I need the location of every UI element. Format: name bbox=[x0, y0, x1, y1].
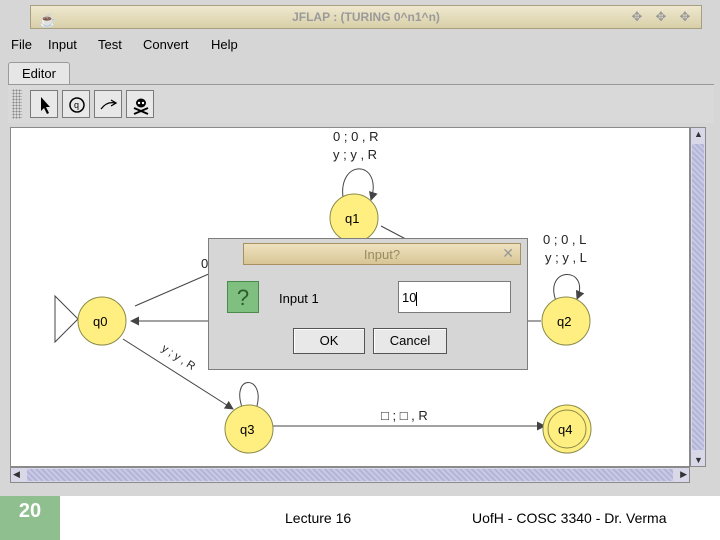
horizontal-scrollbar[interactable]: ◀ ▶ bbox=[10, 467, 690, 483]
transition-q0-q3[interactable] bbox=[122, 338, 234, 410]
vertical-scrollbar[interactable]: ▲ ▼ bbox=[690, 127, 706, 467]
q0-q3-label: y ; y , R bbox=[159, 342, 197, 372]
menu-convert[interactable]: Convert bbox=[143, 37, 189, 52]
state-q4-final-ring bbox=[547, 409, 587, 449]
state-circle-icon: q bbox=[69, 97, 85, 113]
text-caret bbox=[416, 291, 418, 306]
scroll-right-arrow-icon[interactable]: ▶ bbox=[680, 469, 687, 479]
transition-arrow-icon bbox=[100, 99, 118, 110]
maximize-icon[interactable]: ✥ bbox=[655, 9, 667, 24]
title-bar[interactable]: ☕ JFLAP : (TURING 0^n1^n) ✥ ✥ ✥ bbox=[30, 5, 702, 29]
state-q3-label: q3 bbox=[240, 422, 254, 437]
dialog-title: Input? bbox=[363, 247, 401, 262]
state-q4[interactable] bbox=[542, 404, 592, 454]
close-icon[interactable]: ✥ bbox=[679, 9, 691, 24]
question-icon: ? bbox=[227, 281, 259, 313]
menu-bar: File Input Test Convert Help bbox=[0, 32, 720, 56]
input-label: Input 1 bbox=[279, 291, 319, 306]
transition-q2-loop[interactable] bbox=[553, 274, 585, 302]
lecture-label: Lecture 16 bbox=[285, 510, 352, 526]
q1-loop-label-2: y ; y , R bbox=[333, 147, 377, 162]
horizontal-scroll-thumb[interactable] bbox=[27, 469, 673, 481]
scroll-up-arrow-icon[interactable]: ▲ bbox=[694, 129, 703, 139]
input-value: 10 bbox=[402, 290, 417, 305]
scroll-left-arrow-icon[interactable]: ◀ bbox=[13, 469, 20, 479]
state-q0-label: q0 bbox=[93, 314, 107, 329]
state-q4-label: q4 bbox=[558, 422, 572, 437]
minimize-icon[interactable]: ✥ bbox=[631, 9, 643, 24]
transition-q3-loop[interactable] bbox=[239, 382, 259, 411]
ok-button[interactable]: OK bbox=[293, 328, 365, 354]
toolbar: q bbox=[8, 84, 714, 123]
attribute-editor-button[interactable] bbox=[30, 90, 58, 118]
state-q0[interactable] bbox=[77, 296, 127, 346]
transition-q1-loop[interactable] bbox=[342, 168, 378, 204]
state-q2[interactable] bbox=[541, 296, 591, 346]
q1-loop-label-1: 0 ; 0 , R bbox=[333, 129, 379, 144]
slide-number: 20 bbox=[0, 496, 60, 540]
scroll-down-arrow-icon[interactable]: ▼ bbox=[694, 455, 703, 465]
input-field[interactable]: 10 bbox=[398, 281, 511, 313]
vertical-scroll-thumb[interactable] bbox=[692, 144, 704, 450]
state-q3[interactable] bbox=[224, 404, 274, 454]
state-creator-button[interactable]: q bbox=[62, 90, 90, 118]
initial-state-marker bbox=[54, 294, 79, 344]
dialog-title-bar[interactable]: Input? ✕ bbox=[243, 243, 521, 265]
menu-file[interactable]: File bbox=[11, 37, 32, 52]
svg-text:q: q bbox=[74, 100, 79, 110]
skull-crossbones-icon bbox=[133, 98, 149, 115]
state-q2-label: q2 bbox=[557, 314, 571, 329]
menu-input[interactable]: Input bbox=[48, 37, 77, 52]
java-app-icon: ☕ bbox=[39, 12, 57, 28]
arrow-pointer-icon bbox=[41, 97, 50, 114]
menu-test[interactable]: Test bbox=[98, 37, 122, 52]
deleter-button[interactable] bbox=[126, 90, 154, 118]
jflap-window: ☕ JFLAP : (TURING 0^n1^n) ✥ ✥ ✥ File Inp… bbox=[0, 0, 720, 496]
window-title: JFLAP : (TURING 0^n1^n) bbox=[292, 10, 440, 24]
input-dialog: Input? ✕ ? Input 1 10 OK Cancel bbox=[208, 238, 528, 370]
q3-q4-label: □ ; □ , R bbox=[381, 408, 428, 423]
q0-q1-label: 0 bbox=[201, 256, 208, 271]
state-q1-label: q1 bbox=[345, 211, 359, 226]
q2-loop-label-2: y ; y , L bbox=[545, 250, 587, 265]
menu-help[interactable]: Help bbox=[211, 37, 238, 52]
q2-loop-label-1: 0 ; 0 , L bbox=[543, 232, 586, 247]
course-label: UofH - COSC 3340 - Dr. Verma bbox=[472, 510, 667, 526]
toolbar-grip[interactable] bbox=[12, 89, 22, 119]
cancel-button[interactable]: Cancel bbox=[373, 328, 447, 354]
transition-creator-button[interactable] bbox=[94, 90, 122, 118]
dialog-close-icon[interactable]: ✕ bbox=[502, 245, 514, 261]
tab-editor[interactable]: Editor bbox=[8, 62, 70, 84]
